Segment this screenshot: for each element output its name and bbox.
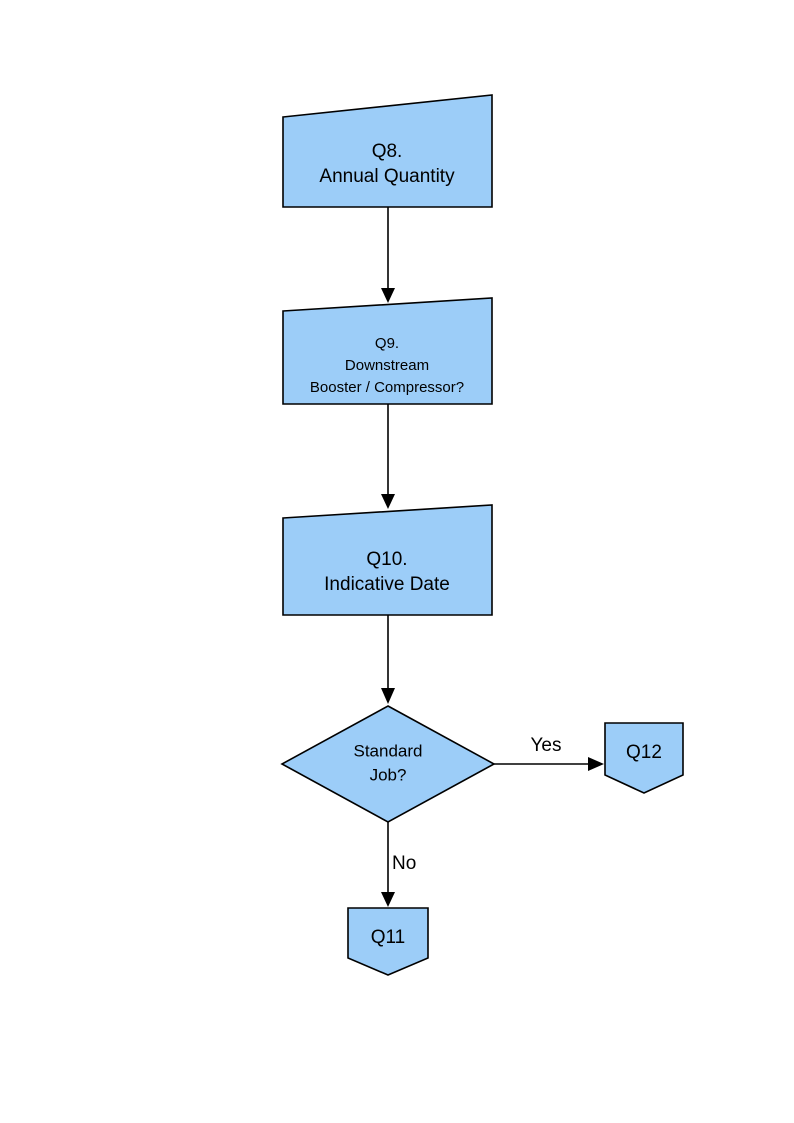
node-q11[interactable]: Q11 [347,907,429,976]
q8-label-line2: Annual Quantity [319,166,455,187]
node-q12[interactable]: Q12 [604,722,684,794]
q11-shape[interactable] [347,907,429,976]
edge-label-no: No [392,853,416,874]
edge-yes-arrowhead [588,757,604,771]
q8-label-line1: Q8. [372,141,403,162]
q9-label-line3: Booster / Compressor? [310,379,464,396]
edge-q10-to-decision [381,615,395,704]
q12-shape[interactable] [604,722,684,794]
edge-decision-to-q12: Yes [494,735,604,771]
q8-shape[interactable] [282,94,493,208]
edge-label-yes: Yes [531,735,562,756]
edge-q8-q9-arrowhead [381,288,395,303]
edge-no-arrowhead [381,892,395,907]
q10-label-line2: Indicative Date [324,574,450,595]
q10-shape[interactable] [282,504,493,616]
q11-label: Q11 [371,927,406,948]
q10-label-line1: Q10. [366,549,407,570]
edge-decision-to-q11: No [381,822,416,907]
node-q8[interactable]: Q8. Annual Quantity [282,94,493,208]
node-q10[interactable]: Q10. Indicative Date [282,504,493,616]
edge-q9-to-q10 [381,404,395,509]
edge-q10-decision-arrowhead [381,688,395,704]
decision-shape[interactable] [280,705,496,823]
q9-label-line2: Downstream [345,357,429,374]
node-decision[interactable]: Standard Job? [280,705,496,823]
q12-label: Q12 [626,742,662,763]
q9-label-line1: Q9. [375,335,399,352]
edge-q8-to-q9 [381,207,395,303]
node-q9[interactable]: Q9. Downstream Booster / Compressor? [282,297,493,405]
edge-q9-q10-arrowhead [381,494,395,509]
decision-label-line2: Job? [370,765,407,784]
q9-shape[interactable] [282,297,493,405]
decision-label-line1: Standard [354,741,423,760]
